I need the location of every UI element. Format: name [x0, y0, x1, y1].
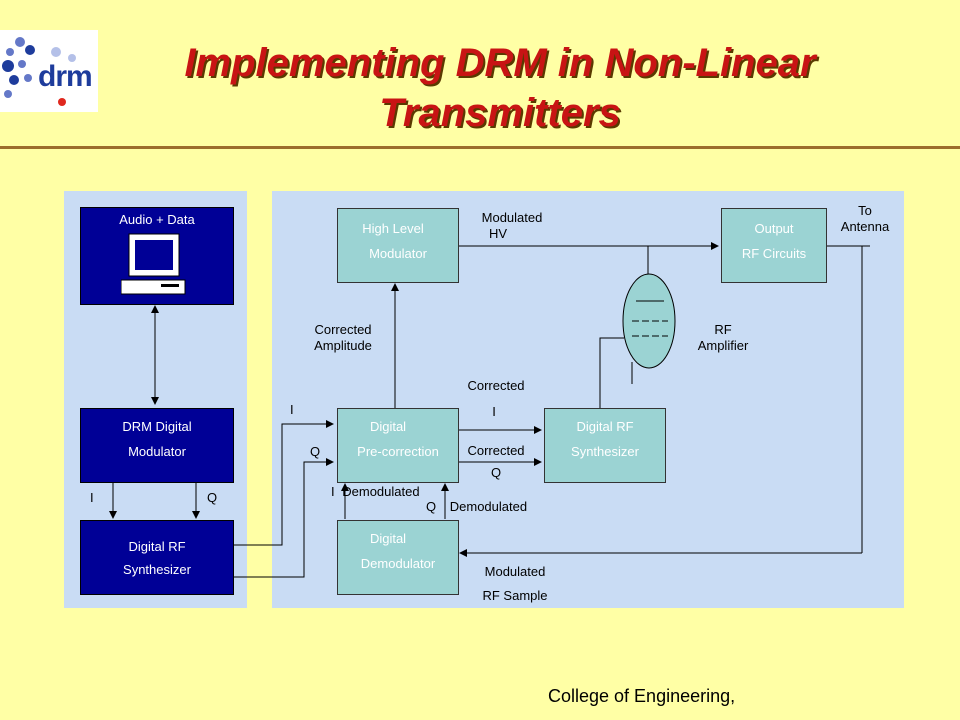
digital-precorrection-block: Digital Pre-correction [337, 408, 459, 483]
mod-rf-line1: Modulated [484, 564, 546, 579]
label-q-input: Q [310, 444, 321, 459]
corrected-amplitude-line1: Corrected [314, 322, 372, 337]
computer-icon [121, 233, 186, 295]
label-modulated-hv: Modulated HV [470, 210, 554, 242]
corrected-i-line2: I [492, 404, 496, 419]
q-demod-text: Demodulated [449, 499, 528, 514]
drm-modulator-line1: DRM Digital [122, 419, 192, 434]
corrected-q-line1: Corrected [467, 443, 525, 458]
label-rf-amplifier: RF Amplifier [685, 322, 761, 354]
i-demod-letter: I [331, 484, 335, 499]
demodulator-line1: Digital [369, 531, 407, 546]
audio-data-label: Audio + Data [119, 212, 195, 227]
label-i-left: I [90, 490, 94, 505]
label-corrected-amplitude: Corrected Amplitude [300, 322, 386, 354]
to-antenna-line1: To [858, 203, 872, 218]
corrected-i-line1: Corrected [467, 378, 525, 393]
rf-amplifier-line2: Amplifier [697, 338, 749, 353]
left-synth-line1: Digital RF [128, 539, 186, 554]
corrected-amplitude-line2: Amplitude [314, 338, 372, 353]
left-synth-line2: Synthesizer [123, 562, 191, 577]
right-rf-synthesizer-block: Digital RF Synthesizer [544, 408, 666, 483]
page-title: Implementing DRM in Non-Linear Transmitt… [184, 41, 816, 135]
label-corrected-i: Corrected I [456, 378, 536, 420]
label-i-demodulated: I Demodulated [331, 484, 420, 500]
label-to-antenna: To Antenna [830, 203, 900, 235]
logo-text: drm [38, 60, 93, 93]
demodulator-line2: Demodulator [360, 556, 436, 571]
corrected-q-line2: Q [490, 465, 502, 480]
digital-demodulator-block: Digital Demodulator [337, 520, 459, 595]
right-synth-line1: Digital RF [576, 419, 634, 434]
footer-text: College of Engineering, [548, 686, 736, 706]
q-demod-letter: Q [426, 499, 437, 514]
title-divider [0, 146, 960, 149]
modulated-hv-line2: HV [488, 226, 508, 241]
output-rf-circuits-block: Output RF Circuits [721, 208, 827, 283]
label-i-input: I [290, 402, 294, 417]
logo-dots-icon [2, 37, 76, 106]
hl-modulator-line2: Modulator [369, 246, 427, 261]
output-line1: Output [754, 221, 794, 236]
right-synth-line2: Synthesizer [571, 444, 639, 459]
modulated-hv-line1: Modulated [481, 210, 543, 225]
i-demod-text: Demodulated [342, 484, 420, 499]
left-rf-synthesizer-block: Digital RF Synthesizer [80, 520, 234, 595]
precorrection-line1: Digital [369, 419, 407, 434]
rf-amplifier-line1: RF [714, 322, 732, 337]
mod-rf-line2: RF Sample [482, 588, 548, 603]
precorrection-line2: Pre-correction [357, 444, 439, 459]
high-level-modulator-block: High Level Modulator [337, 208, 459, 283]
drm-digital-modulator-block: DRM Digital Modulator [80, 408, 234, 483]
rf-amplifier-tube-icon [622, 273, 676, 369]
label-modulated-rf-sample: Modulated RF Sample [466, 564, 564, 604]
label-corrected-q: Corrected Q [456, 443, 536, 481]
label-q-demodulated: Q Demodulated [426, 499, 527, 515]
label-q-left: Q [207, 490, 218, 505]
output-line2: RF Circuits [741, 246, 807, 261]
drm-modulator-line2: Modulator [128, 444, 186, 459]
drm-logo: drm [0, 30, 98, 112]
to-antenna-line2: Antenna [840, 219, 890, 234]
hl-modulator-line1: High Level [362, 221, 424, 236]
audio-data-block: Audio + Data [80, 207, 234, 305]
